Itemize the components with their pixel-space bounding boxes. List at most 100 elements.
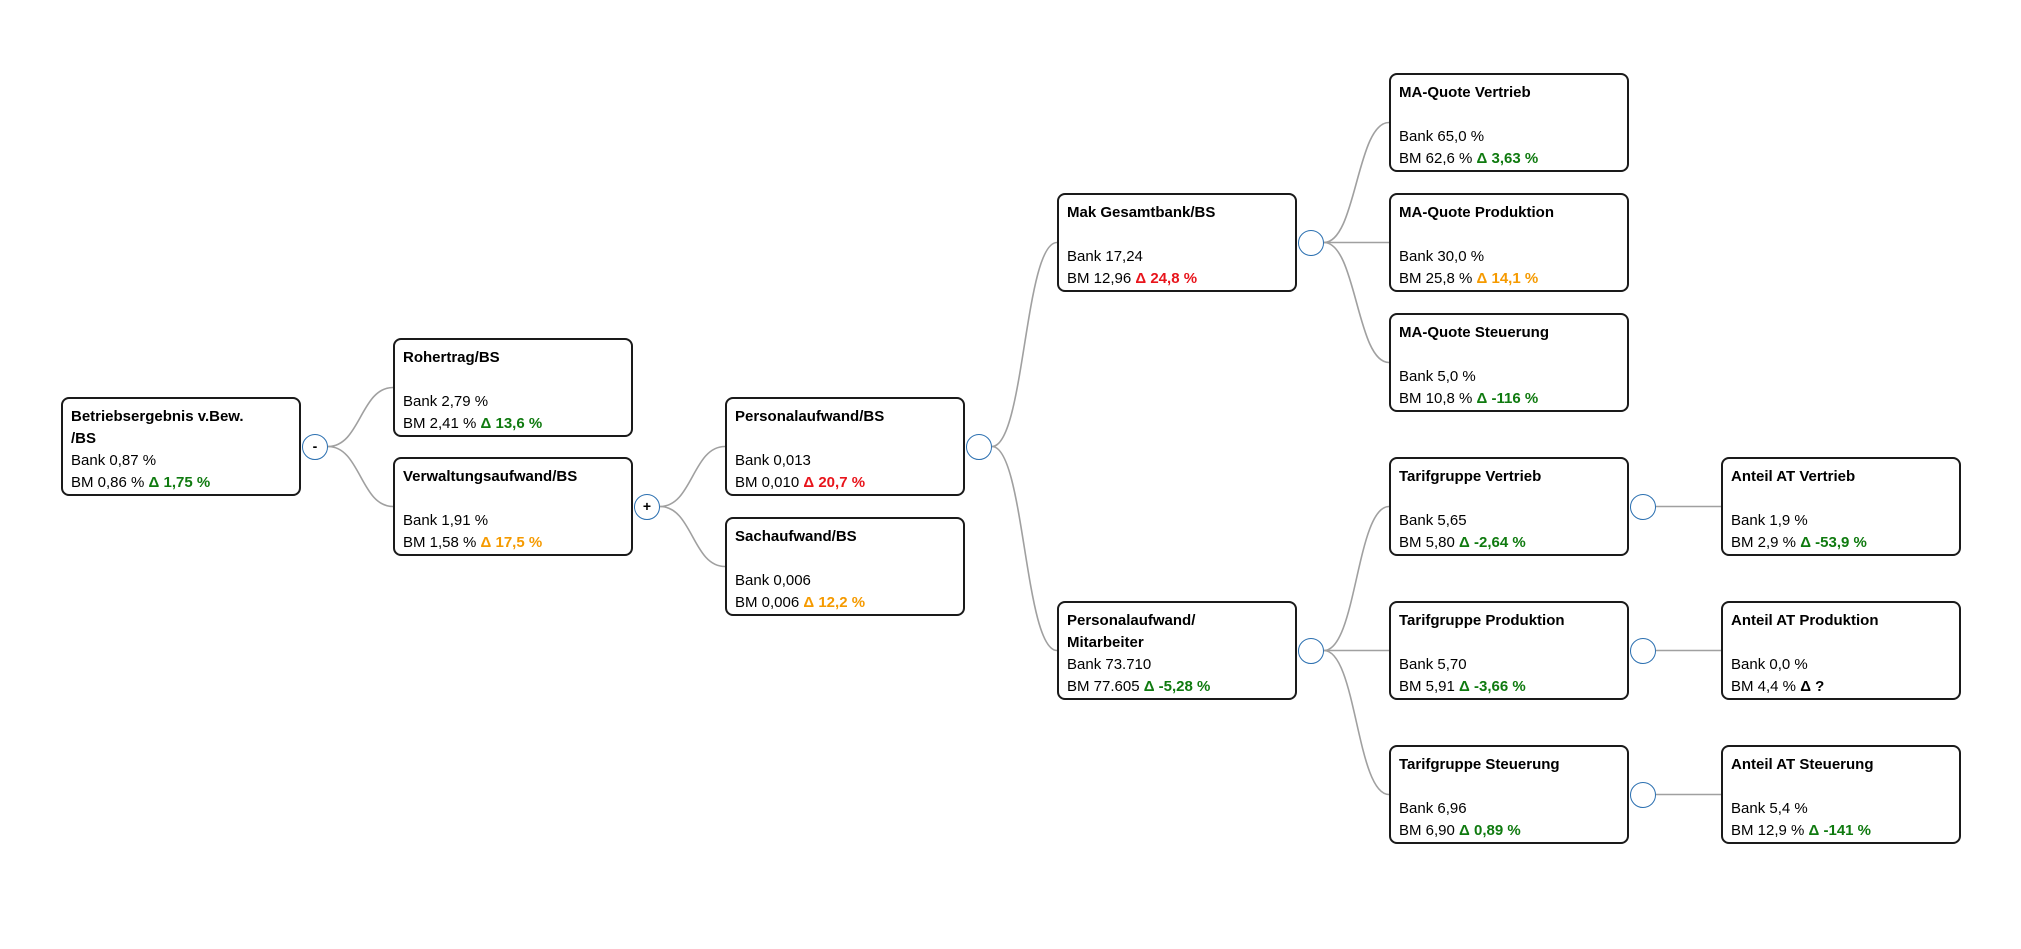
node-verwaltungsaufwand[interactable]: Verwaltungsaufwand/BS Bank 1,91 % BM 1,5… [393,457,633,556]
node-ma-quote-vertrieb[interactable]: MA-Quote Vertrieb Bank 65,0 % BM 62,6 % … [1389,73,1629,172]
node-delta: Δ -3,66 % [1459,678,1526,695]
node-delta: Δ -2,64 % [1459,534,1526,551]
node-bank-value: Bank 5,0 % [1399,368,1476,385]
node-delta: Δ -116 % [1476,390,1539,407]
node-bank-value: Bank 0,006 [735,572,811,589]
toggle-personalaufwand-mitarbeiter[interactable] [1298,637,1324,664]
node-delta: Δ 0,89 % [1459,822,1521,839]
link-personalaufwand_mitarbeiter-tarifgruppe_steuerung [1323,649,1390,796]
toggle-tarifgruppe-steuerung[interactable] [1630,781,1656,808]
node-title-2: /BS [71,430,97,447]
node-title: Personalaufwand/BS [735,408,885,425]
node-title: Tarifgruppe Vertrieb [1399,468,1542,485]
node-delta: Δ 3,63 % [1476,150,1539,167]
node-anteil-at-vertrieb[interactable]: Anteil AT Vertrieb Bank 1,9 % BM 2,9 % Δ… [1721,457,1961,556]
expand-toggle-verwaltungsaufwand[interactable]: + [634,493,660,520]
node-title: Mak Gesamtbank/BS [1067,204,1216,221]
node-title: Rohertrag/BS [403,349,500,366]
node-title: Anteil AT Vertrieb [1731,468,1856,485]
node-title: Tarifgruppe Steuerung [1399,756,1560,773]
node-bm-value: BM 6,90 [1399,822,1455,839]
node-title: Tarifgruppe Produktion [1399,612,1565,629]
node-bm-value: BM 2,41 % [403,415,477,432]
node-title: Betriebsergebnis v.Bew. [71,408,244,425]
node-bank-value: Bank 1,9 % [1731,512,1808,529]
node-bm-value: BM 5,80 [1399,534,1455,551]
node-title: Anteil AT Steuerung [1731,756,1874,773]
node-title: MA-Quote Steuerung [1399,324,1549,341]
link-personalaufwand-mak_gesamtbank [991,241,1058,448]
node-personalaufwand[interactable]: Personalaufwand/BS Bank 0,013 BM 0,010 Δ… [725,397,965,496]
node-ma-quote-steuerung[interactable]: MA-Quote Steuerung Bank 5,0 % BM 10,8 % … [1389,313,1629,412]
collapse-toggle-betriebsergebnis[interactable]: - [302,433,328,460]
node-bm-value: BM 77.605 [1067,678,1140,695]
node-anteil-at-steuerung[interactable]: Anteil AT Steuerung Bank 5,4 % BM 12,9 %… [1721,745,1961,844]
node-bank-value: Bank 2,79 % [403,393,489,410]
node-bm-value: BM 0,006 [735,594,800,611]
link-mak_gesamtbank-ma_quote_steuerung [1323,241,1390,364]
node-delta: Δ -53,9 % [1800,534,1867,551]
node-tarifgruppe-vertrieb[interactable]: Tarifgruppe Vertrieb Bank 5,65 BM 5,80 Δ… [1389,457,1629,556]
node-bank-value: Bank 17,24 [1067,248,1143,265]
node-title: MA-Quote Produktion [1399,204,1554,221]
node-title: Anteil AT Produktion [1731,612,1879,629]
link-verwaltungsaufwand-personalaufwand [659,445,726,508]
node-delta: Δ 13,6 % [480,415,543,432]
node-delta: Δ -5,28 % [1143,678,1211,695]
node-bm-value: BM 10,8 % [1399,390,1473,407]
node-delta: Δ 14,1 % [1476,270,1539,287]
node-delta: Δ 17,5 % [480,534,543,551]
link-verwaltungsaufwand-sachaufwand [659,505,726,568]
node-title: Personalaufwand/ [1067,612,1196,629]
node-bm-value: BM 62,6 % [1399,150,1473,167]
node-mak-gesamtbank[interactable]: Mak Gesamtbank/BS Bank 17,24 BM 12,96 Δ … [1057,193,1297,292]
node-bm-value: BM 12,96 [1067,270,1132,287]
node-bank-value: Bank 0,0 % [1731,656,1808,673]
toggle-tarifgruppe-vertrieb[interactable] [1630,493,1656,520]
node-bm-value: BM 25,8 % [1399,270,1473,287]
node-anteil-at-produktion[interactable]: Anteil AT Produktion Bank 0,0 % BM 4,4 %… [1721,601,1961,700]
node-delta: Δ ? [1800,678,1825,695]
node-delta: Δ 12,2 % [803,594,866,611]
node-sachaufwand[interactable]: Sachaufwand/BS Bank 0,006 BM 0,006 Δ 12,… [725,517,965,616]
link-betriebsergebnis-verwaltungsaufwand [327,445,394,508]
node-delta: Δ 24,8 % [1135,270,1198,287]
node-personalaufwand-mitarbeiter[interactable]: Personalaufwand/ Mitarbeiter Bank 73.710… [1057,601,1297,700]
node-betriebsergebnis[interactable]: Betriebsergebnis v.Bew. /BS Bank 0,87 % … [61,397,301,496]
node-rohertrag[interactable]: Rohertrag/BS Bank 2,79 % BM 2,41 % Δ 13,… [393,338,633,437]
link-personalaufwand_mitarbeiter-tarifgruppe_vertrieb [1323,505,1390,652]
node-bank-value: Bank 1,91 % [403,512,489,529]
node-title: MA-Quote Vertrieb [1399,84,1531,101]
node-ma-quote-produktion[interactable]: MA-Quote Produktion Bank 30,0 % BM 25,8 … [1389,193,1629,292]
node-title: Sachaufwand/BS [735,528,857,545]
node-title-2: Mitarbeiter [1067,634,1144,651]
node-bank-value: Bank 0,013 [735,452,811,469]
node-bank-value: Bank 73.710 [1067,656,1152,673]
node-bm-value: BM 12,9 % [1731,822,1805,839]
node-bank-value: Bank 5,70 [1399,656,1467,673]
node-tarifgruppe-produktion[interactable]: Tarifgruppe Produktion Bank 5,70 BM 5,91… [1389,601,1629,700]
node-bm-value: BM 4,4 % [1731,678,1797,695]
node-bank-value: Bank 30,0 % [1399,248,1485,265]
node-title: Verwaltungsaufwand/BS [403,468,578,485]
node-delta: Δ 1,75 % [148,474,211,491]
node-bank-value: Bank 0,87 % [71,452,157,469]
node-bm-value: BM 0,86 % [71,474,145,491]
node-tarifgruppe-steuerung[interactable]: Tarifgruppe Steuerung Bank 6,96 BM 6,90 … [1389,745,1629,844]
toggle-personalaufwand[interactable] [966,433,992,460]
node-bank-value: Bank 5,4 % [1731,800,1808,817]
node-bank-value: Bank 65,0 % [1399,128,1485,145]
node-bm-value: BM 5,91 [1399,678,1455,695]
toggle-mak-gesamtbank[interactable] [1298,229,1324,256]
toggle-tarifgruppe-produktion[interactable] [1630,637,1656,664]
node-bank-value: Bank 6,96 [1399,800,1467,817]
link-betriebsergebnis-rohertrag [327,386,394,448]
node-bm-value: BM 1,58 % [403,534,477,551]
node-bank-value: Bank 5,65 [1399,512,1467,529]
node-bm-value: BM 2,9 % [1731,534,1797,551]
node-bm-value: BM 0,010 [735,474,800,491]
link-personalaufwand-personalaufwand_mitarbeiter [991,445,1058,652]
node-delta: Δ -141 % [1808,822,1872,839]
link-mak_gesamtbank-ma_quote_vertrieb [1323,121,1390,244]
